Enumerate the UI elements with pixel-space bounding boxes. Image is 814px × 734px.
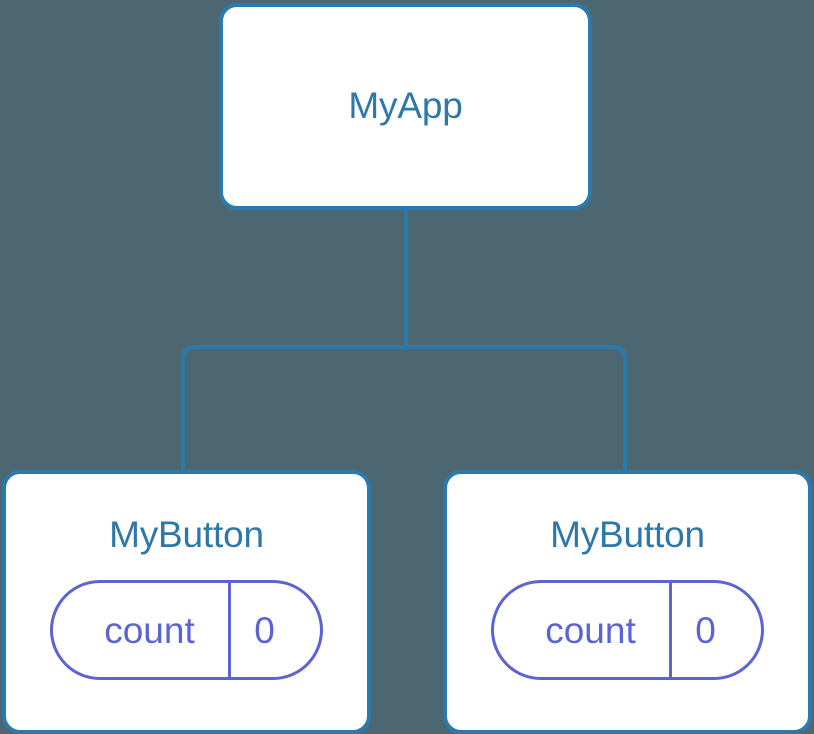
state-pill[interactable]: count 0 [50,580,323,680]
state-key-label: count [545,609,636,651]
state-divider [669,583,672,677]
node-title: MyButton [550,514,705,555]
edge-bus-to-child-0 [181,345,406,472]
node-myapp[interactable]: MyApp [219,3,592,210]
state-divider [228,583,231,677]
node-title: MyApp [348,85,463,126]
node-mybutton-0[interactable]: MyButton count 0 [2,470,371,734]
edge-bus-to-child-1 [406,345,627,472]
node-mybutton-1[interactable]: MyButton count 0 [443,470,812,734]
node-title: MyButton [109,514,264,555]
state-value: 0 [695,609,716,651]
state-pill[interactable]: count 0 [491,580,764,680]
state-value: 0 [254,609,275,651]
state-key-label: count [104,609,195,651]
